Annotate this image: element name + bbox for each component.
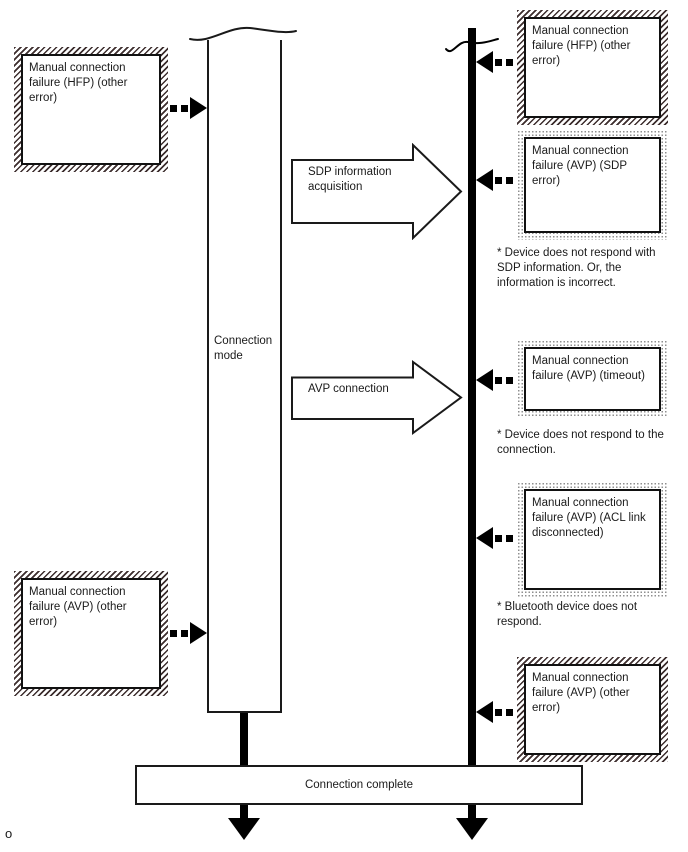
failure-box-label: Manual connection failure (AVP) (timeout…: [524, 347, 661, 411]
note-bluetooth: * Bluetooth device does not respond.: [497, 601, 638, 628]
sdp-acquisition-arrow: [291, 143, 463, 240]
connection-mode-lifeline: Connection mode: [207, 40, 282, 713]
failure-box-hfp-other-left: Manual connection failure (HFP) (other e…: [14, 47, 168, 172]
down-arrow-right-icon: [456, 818, 488, 840]
sdp-acquisition-label: SDP information acquisition: [308, 166, 392, 193]
failure-box-label: Manual connection failure (AVP) (SDP err…: [524, 137, 661, 233]
failure-box-avp-other-left: Manual connection failure (AVP) (other e…: [14, 571, 168, 696]
corner-mark: o: [5, 826, 13, 841]
note-connection: * Device does not respond to the connect…: [497, 429, 664, 456]
dashed-arrow-left-icon: [476, 527, 515, 549]
avp-connection-label: AVP connection: [308, 383, 389, 395]
failure-box-label: Manual connection failure (HFP) (other e…: [524, 17, 661, 118]
lifeline-to-complete-connector: [240, 711, 248, 765]
failure-box-label: Manual connection failure (AVP) (other e…: [524, 664, 661, 755]
failure-box-avp-acl-disconnected: Manual connection failure (AVP) (ACL lin…: [517, 482, 668, 597]
exit-shaft-right: [468, 805, 476, 819]
dashed-arrow-left-icon: [476, 169, 515, 191]
dashed-arrow-right-icon: [168, 97, 207, 119]
connection-complete-label: Connection complete: [304, 779, 414, 791]
failure-box-avp-other-right: Manual connection failure (AVP) (other e…: [517, 657, 668, 762]
connection-mode-label: Connection mode: [214, 335, 273, 362]
failure-box-label: Manual connection failure (AVP) (ACL lin…: [524, 489, 661, 590]
failure-box-hfp-other-right: Manual connection failure (HFP) (other e…: [517, 10, 668, 125]
connection-complete-box: Connection complete: [135, 765, 583, 805]
down-arrow-left-icon: [228, 818, 260, 840]
dashed-arrow-left-icon: [476, 369, 515, 391]
failure-box-label: Manual connection failure (AVP) (other e…: [21, 578, 161, 689]
dashed-arrow-left-icon: [476, 51, 515, 73]
dashed-arrow-left-icon: [476, 701, 515, 723]
avp-connection-arrow: [291, 360, 463, 435]
failure-box-avp-timeout: Manual connection failure (AVP) (timeout…: [517, 340, 668, 418]
note-sdp: * Device does not respond with SDP infor…: [497, 247, 656, 289]
failure-box-avp-sdp-error: Manual connection failure (AVP) (SDP err…: [517, 130, 668, 240]
dashed-arrow-right-icon: [168, 622, 207, 644]
device-lifeline: [468, 28, 476, 805]
exit-shaft-left: [240, 805, 248, 819]
failure-box-label: Manual connection failure (HFP) (other e…: [21, 54, 161, 165]
